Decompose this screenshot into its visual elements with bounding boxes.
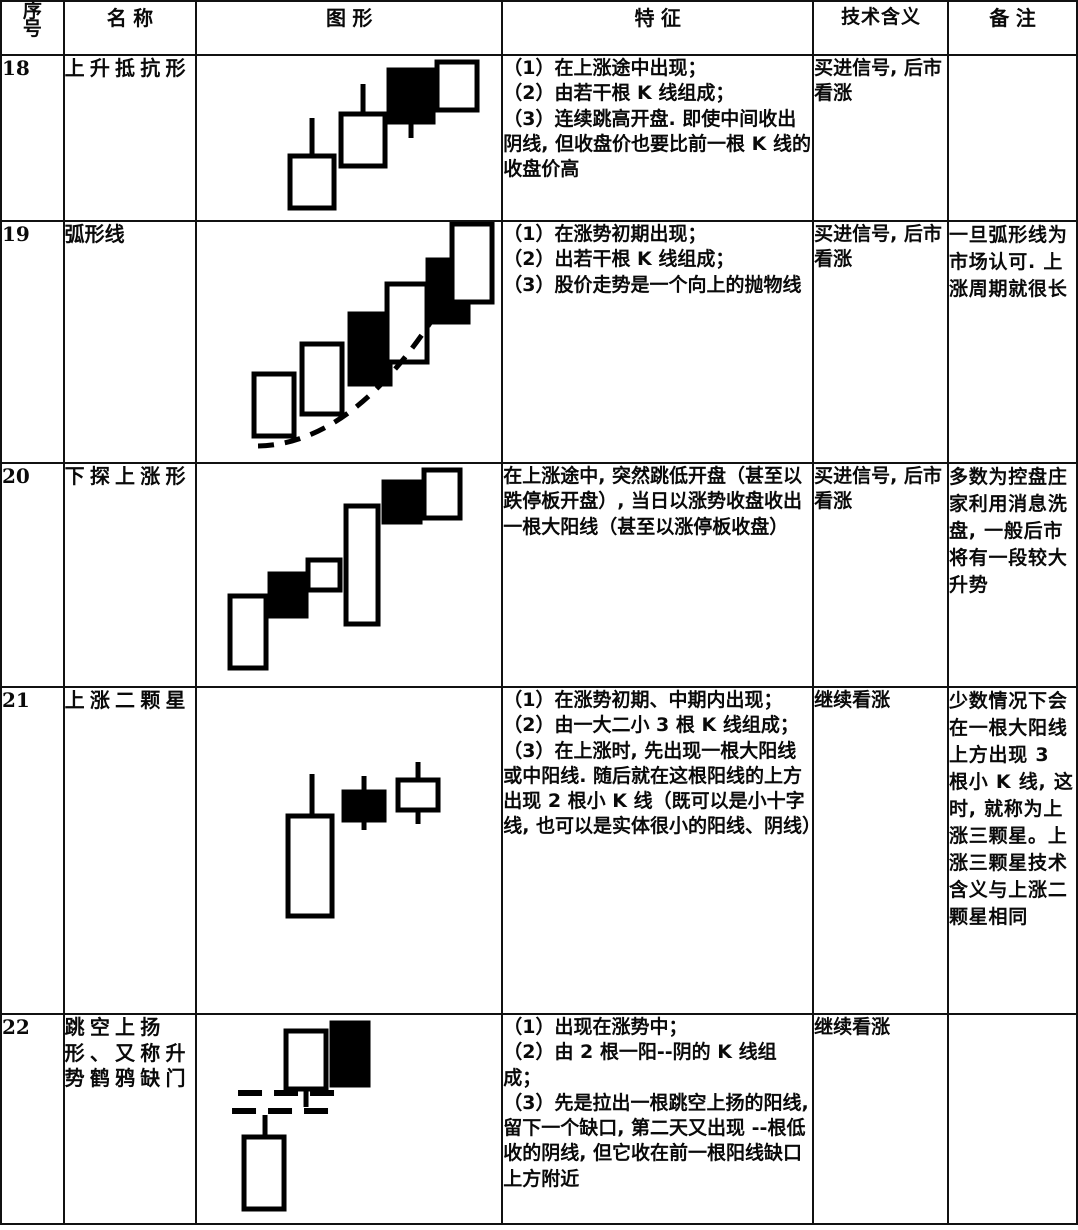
feature-line: （3）股价走势是一个向上的抛物线 <box>503 273 802 296</box>
feature-line: （3）在上涨时, 先出现一根大阳线或中阳线. 随后就在这根阳线的上方出现 2 根… <box>503 739 822 838</box>
row-meaning: 买进信号, 后市看涨 <box>812 462 950 688</box>
row-figure <box>195 54 504 222</box>
table-row: 18 上升抵抗形 （1）在上涨途中出现； （2） <box>0 54 1078 222</box>
row-seq: 19 <box>0 220 65 464</box>
row-seq: 22 <box>0 1013 65 1225</box>
row-pattern-name: 下探上涨形 <box>62 462 198 688</box>
feature-line: （2）出若干根 K 线组成； <box>503 248 735 271</box>
feature-line: （1）在涨势初期、中期内出现； <box>503 689 783 711</box>
table-row: 21 上涨二颗星 （1）在涨势初期、中期内出现； （2）由一大二小 3 根 <box>0 686 1078 1015</box>
row-meaning: 买进信号, 后市看涨 <box>812 54 950 222</box>
row-feature: （1）在涨势初期出现； （2）出若干根 K 线组成； （3）股价走势是一个向上的… <box>501 220 815 464</box>
feature-line: （2）由 2 根一阳--阴的 K 线组成； <box>503 1041 777 1089</box>
row-figure <box>195 220 504 464</box>
row-pattern-name: 跳空上扬形、又称升势鹤鸦缺门 <box>62 1013 198 1225</box>
feature-line: （1）出现在涨势中； <box>503 1016 688 1038</box>
feature-line: （1）在上涨途中出现； <box>503 57 707 79</box>
feature-line: （2）由若干根 K 线组成； <box>503 82 735 105</box>
feature-line: （1）在涨势初期出现； <box>503 223 707 245</box>
row-pattern-name: 上升抵抗形 <box>62 54 198 222</box>
header-seq: 序 号 <box>0 0 65 56</box>
row-note: 少数情况下会在一根大阳线上方出现 3 根小 K 线, 这时, 就称为上涨三颗星。… <box>947 686 1078 1015</box>
header-seq-line2: 号 <box>22 18 42 41</box>
header-feature: 特征 <box>501 0 815 56</box>
header-meaning: 技术含义 <box>812 0 950 56</box>
candlestick-chart-19 <box>251 222 495 449</box>
candlestick-chart-20 <box>227 467 463 671</box>
candlestick-chart-22 <box>232 1020 371 1212</box>
row-pattern-name: 弧形线 <box>62 220 198 464</box>
row-feature: 在上涨途中, 突然跳低开盘（甚至以跌停板开盘）, 当日以涨势收盘收出一根大阳线（… <box>501 462 815 688</box>
row-feature: （1）出现在涨势中； （2）由 2 根一阳--阴的 K 线组成； （3）先是拉出… <box>501 1013 815 1225</box>
row-note: 一旦弧形线为市场认可. 上涨周期就很长 <box>947 220 1078 464</box>
parabola-dashed-curve <box>258 312 439 449</box>
row-note <box>947 54 1078 222</box>
row-figure <box>195 1013 504 1225</box>
header-name: 名称 <box>62 0 198 56</box>
row-seq: 20 <box>0 462 65 688</box>
feature-line: （2）由一大二小 3 根 K 线组成； <box>503 714 799 737</box>
candlestick-chart-18 <box>287 59 480 211</box>
candlestick-chart-21 <box>285 762 441 919</box>
table-row: 19 弧形线 （1）在涨势初期出现； （2）出若干根 <box>0 220 1078 464</box>
row-meaning: 继续看涨 <box>812 686 950 1015</box>
header-seq-line1: 序 <box>22 0 42 22</box>
row-seq: 21 <box>0 686 65 1015</box>
gap-dashed-lines <box>232 1090 335 1114</box>
header-figure: 图形 <box>195 0 504 56</box>
feature-line: （3）连续跳高开盘. 即使中间收出阴线, 但收盘价也要比前一根 K 线的收盘价高 <box>503 107 812 181</box>
row-feature: （1）在涨势初期、中期内出现； （2）由一大二小 3 根 K 线组成； （3）在… <box>501 686 822 1015</box>
row-seq: 18 <box>0 54 65 222</box>
table-row: 20 下探上涨形 在上涨途中, 突然跳低开盘（甚至以跌停板开盘）, 当日以涨势收… <box>0 462 1078 688</box>
row-figure <box>195 462 504 688</box>
row-note: 多数为控盘庄家利用消息洗盘, 一般后市将有一段较大升势 <box>947 462 1078 688</box>
row-figure <box>195 686 504 1015</box>
header-note: 备注 <box>947 0 1078 56</box>
row-feature: （1）在上涨途中出现； （2）由若干根 K 线组成； （3）连续跳高开盘. 即使… <box>501 54 815 222</box>
feature-line: （3）先是拉出一根跳空上扬的阳线, 留下一个缺口, 第二天又出现 --根低收的阴… <box>503 1091 809 1190</box>
feature-line: 在上涨途中, 突然跳低开盘（甚至以跌停板开盘）, 当日以涨势收盘收出一根大阳线（… <box>503 465 803 538</box>
row-note <box>947 1013 1078 1225</box>
row-meaning: 继续看涨 <box>812 1013 950 1225</box>
row-pattern-name: 上涨二颗星 <box>62 686 198 1015</box>
row-meaning: 买进信号, 后市看涨 <box>812 220 950 464</box>
table-row: 22 跳空上扬形、又称升势鹤鸦缺门 <box>0 1013 1078 1225</box>
table-header-row: 序 号 名称 图形 特征 技术含义 备注 <box>0 0 1078 56</box>
